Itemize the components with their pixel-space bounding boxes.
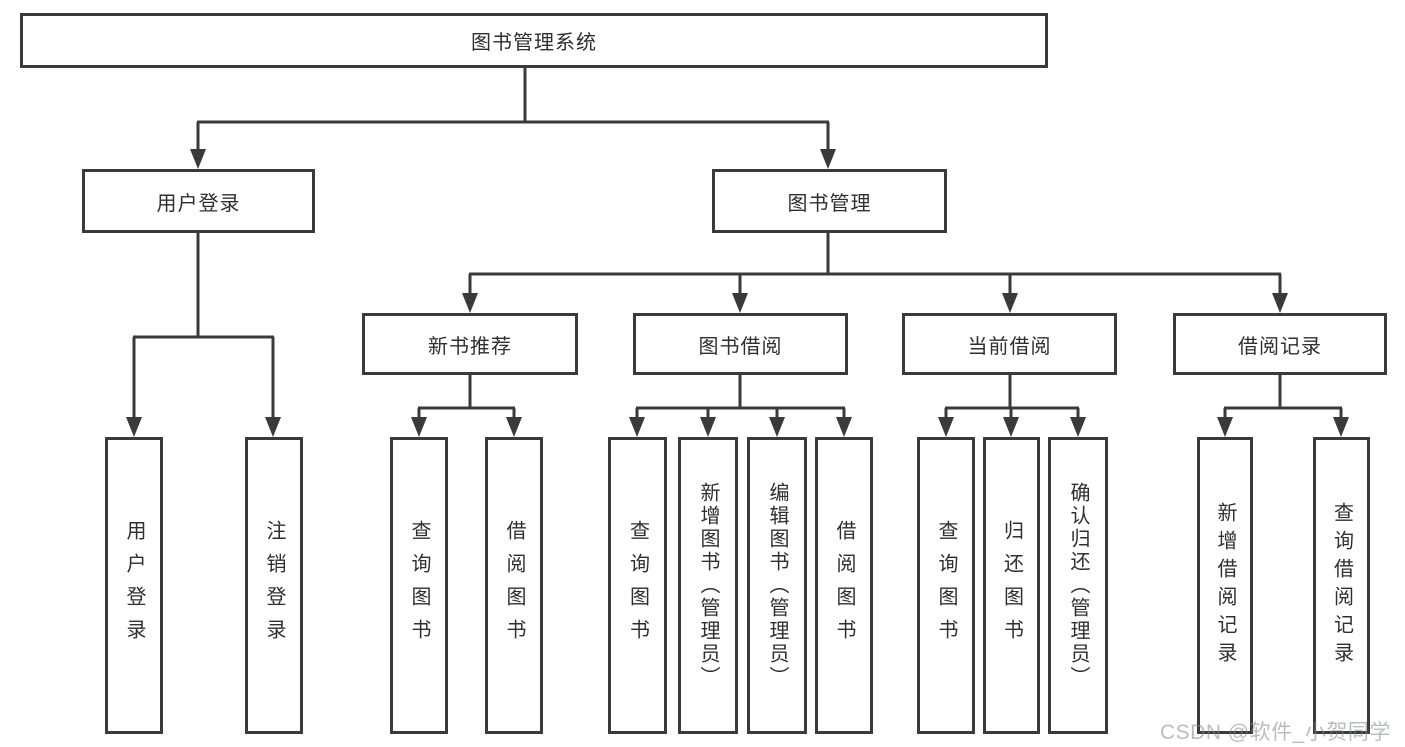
node-new-book-recommend: 新书推荐 — [362, 313, 578, 375]
leaf-user-login: 用户登录 — [105, 437, 163, 734]
leaf-borrow-books-recommend: 借阅图书 — [485, 437, 543, 734]
leaf-add-borrow-record: 新增借阅记录 — [1197, 437, 1253, 734]
leaf-query-books-borrow: 查询图书 — [608, 437, 667, 734]
leaf-logout: 注销登录 — [245, 437, 303, 734]
leaf-query-books-current: 查询图书 — [917, 437, 975, 734]
node-current-borrowing: 当前借阅 — [902, 313, 1117, 375]
csdn-watermark: CSDN @软件_小贺同学 — [1160, 721, 1391, 744]
arrow-shafts — [132, 122, 1343, 421]
tree-connector-lines — [133, 68, 1342, 410]
leaf-return-books: 归还图书 — [983, 437, 1040, 734]
leaf-query-borrow-record: 查询借阅记录 — [1313, 437, 1370, 734]
node-book-management: 图书管理 — [712, 169, 947, 233]
leaf-borrow-books: 借阅图书 — [815, 437, 873, 734]
node-user-login: 用户登录 — [82, 169, 315, 233]
leaf-query-books-recommend: 查询图书 — [390, 437, 448, 734]
node-borrowing-records: 借阅记录 — [1173, 313, 1387, 375]
leaf-edit-books-admin: 编辑图书（管理员） — [747, 437, 807, 734]
leaf-confirm-return-admin: 确认归还（管理员） — [1048, 437, 1108, 734]
arrowheads — [126, 149, 1349, 437]
node-library-management-system: 图书管理系统 — [20, 13, 1048, 68]
node-book-borrowing: 图书借阅 — [633, 313, 848, 375]
leaf-add-books-admin: 新增图书（管理员） — [678, 437, 738, 734]
